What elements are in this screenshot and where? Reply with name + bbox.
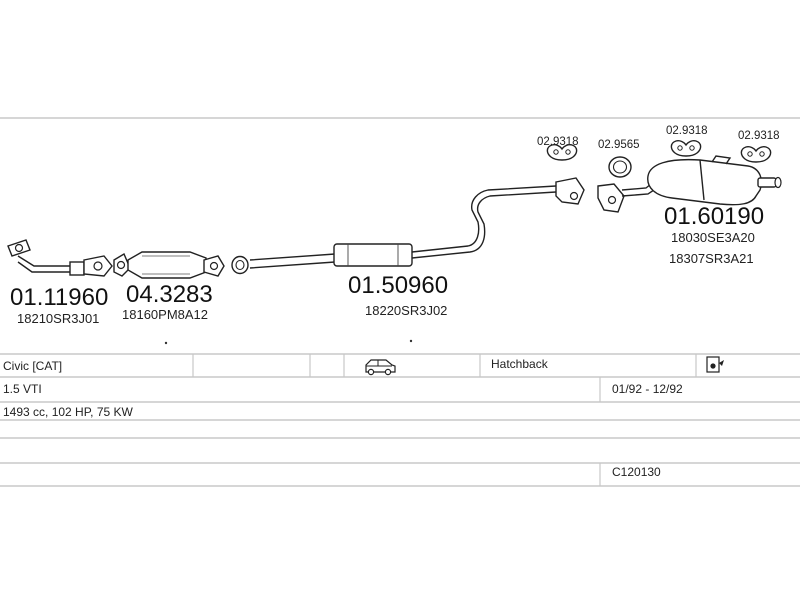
part-number-catalytic-converter: 04.3283: [126, 281, 213, 308]
hanger-rubber-2[interactable]: [670, 140, 702, 157]
hardware-number-3: 02.9318: [666, 125, 708, 137]
front-pipe-part[interactable]: [7, 239, 113, 277]
oem-number-rear-silencer: 18030SE3A20: [671, 230, 755, 245]
hanger-rubber-1[interactable]: [546, 144, 578, 161]
oem-number-middle-silencer: 18220SR3J02: [365, 303, 447, 318]
part-number-rear-silencer: 01.60190: [664, 203, 764, 230]
middle-silencer-body: [333, 243, 413, 267]
rear-silencer-body: [647, 158, 763, 206]
part-number-front-pipe: 01.11960: [10, 284, 108, 311]
hanger-rubber-3[interactable]: [740, 146, 772, 163]
vehicle-body-type: Hatchback: [491, 357, 549, 371]
oem-number-catalytic-converter: 18160PM8A12: [122, 307, 208, 322]
vehicle-engine: 1.5 VTI: [3, 382, 42, 396]
rear-silencer-part[interactable]: [597, 155, 782, 213]
gasket-ring[interactable]: [231, 255, 249, 275]
hardware-number-1: 02.9318: [537, 136, 579, 148]
oem-number-front-pipe: 18210SR3J01: [17, 311, 99, 326]
vehicle-code: C120130: [612, 465, 661, 479]
hardware-number-4: 02.9318: [738, 130, 780, 142]
vehicle-info-table: Civic [CAT] Hatchback 1.5 VTI 01/92 - 12…: [0, 353, 800, 487]
gasket-ring-2[interactable]: [608, 156, 632, 178]
front-pipe-sleeve: [69, 261, 85, 276]
vehicle-model: Civic [CAT]: [3, 359, 62, 373]
vehicle-specs: 1493 cc, 102 HP, 75 KW: [3, 405, 134, 419]
car-icon: [365, 359, 396, 376]
hardware-number-2: 02.9565: [598, 139, 640, 151]
part-number-middle-silencer: 01.50960: [348, 272, 448, 299]
vehicle-years: 01/92 - 12/92: [612, 382, 683, 396]
middle-silencer-part[interactable]: [249, 177, 585, 269]
exhaust-note-icon: [706, 356, 724, 373]
oem-number-rear-silencer-2: 18307SR3A21: [669, 251, 754, 266]
catalytic-converter-part[interactable]: [113, 251, 225, 279]
